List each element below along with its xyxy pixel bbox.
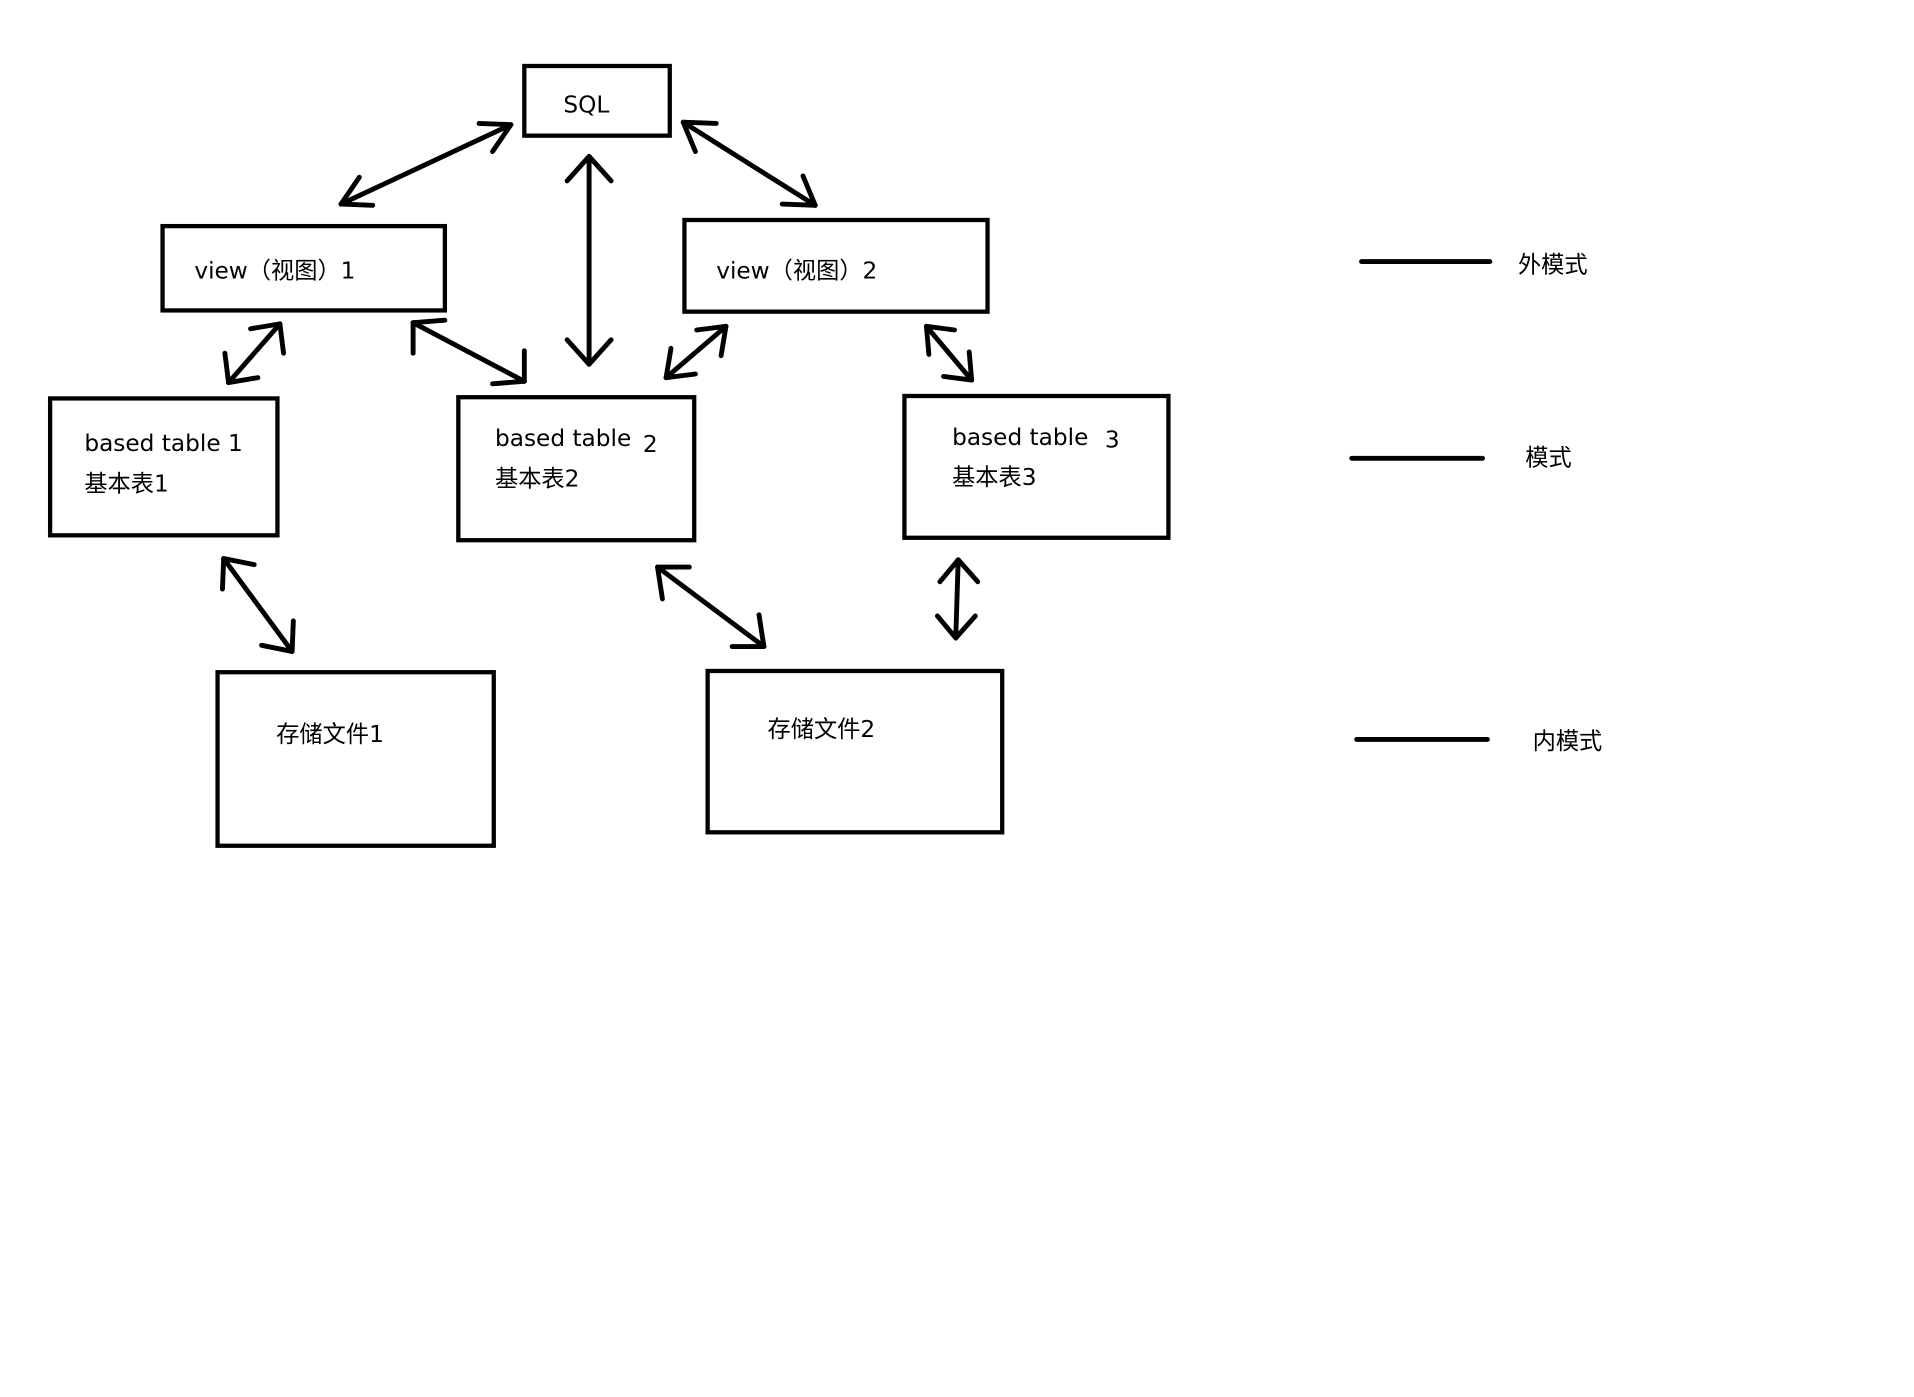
table1-chinese-name: 基本表1: [84, 470, 168, 497]
arrow-table2-file2: [655, 564, 767, 649]
arrow-sql-view2: [680, 119, 818, 208]
table2-number: 2: [643, 431, 658, 458]
arrow-view1-table1: [222, 321, 286, 385]
arrow-view1-table2: [410, 317, 527, 387]
arrow-sql-view1: [338, 120, 514, 208]
legend-label-external-schema: 外模式: [1518, 252, 1588, 279]
view1-label: view（视图）1: [194, 258, 355, 285]
table3-chinese-name: 基本表3: [952, 464, 1036, 491]
sql-node: SQL: [522, 63, 672, 138]
file2-node: 存储文件2: [705, 668, 1005, 835]
view2-label: view（视图）2: [716, 258, 877, 285]
legend-item-external-schema: 外模式: [1359, 252, 1588, 279]
legend-label-internal-schema: 内模式: [1533, 728, 1603, 755]
arrow-view2-table2: [663, 323, 729, 381]
legend: 外模式 模式 内模式: [1349, 252, 1603, 755]
table2-chinese-name: 基本表2: [495, 465, 579, 492]
arrow-table1-file1: [219, 556, 296, 654]
view1-node: view（视图）1: [160, 223, 448, 313]
file2-label: 存储文件2: [768, 716, 876, 743]
view2-node: view（视图）2: [682, 217, 990, 314]
legend-item-schema: 模式: [1349, 445, 1572, 472]
table3-number: 3: [1105, 426, 1120, 453]
table1-name: based table 1: [84, 430, 242, 457]
file1-label: 存储文件1: [276, 721, 384, 748]
arrow-view2-table3: [923, 323, 975, 383]
arrow-sql-table2: [564, 153, 614, 367]
legend-item-internal-schema: 内模式: [1354, 728, 1603, 755]
table2-name: based table: [495, 425, 631, 452]
table3-name: based table: [952, 424, 1088, 451]
sql-label: SQL: [563, 91, 609, 118]
arrow-table3-file2: [934, 557, 981, 641]
legend-label-schema: 模式: [1525, 445, 1571, 472]
table2-node: based table 2 基本表2: [456, 395, 697, 543]
file1-node: 存储文件1: [215, 670, 496, 848]
table1-node: based table 1 基本表1: [47, 396, 280, 538]
table3-node: based table 3 基本表3: [902, 393, 1171, 540]
